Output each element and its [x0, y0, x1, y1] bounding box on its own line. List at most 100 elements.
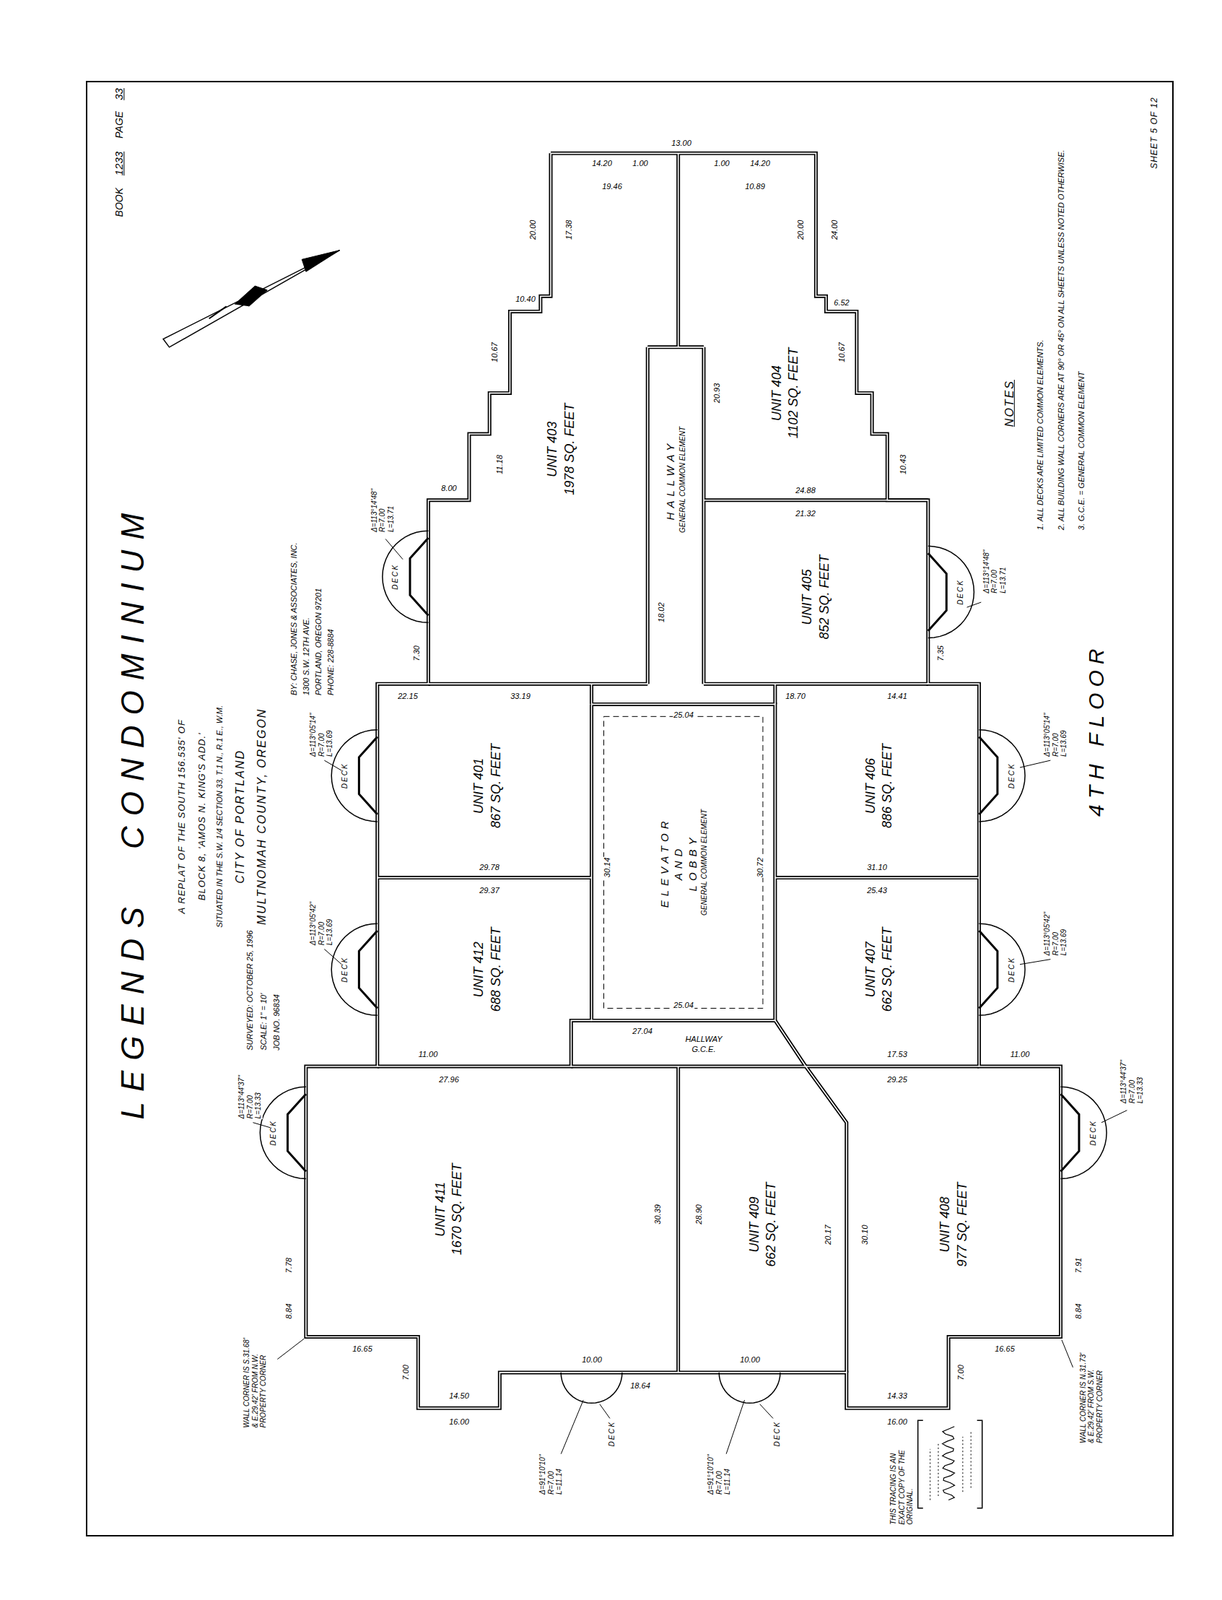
- wall-corner-note: WALL CORNER IS S.31.68' & E.29.42' FROM …: [242, 1336, 268, 1429]
- deck-arc: [331, 923, 378, 1015]
- elevator-outline: [603, 716, 763, 1008]
- survey-info: BY: CHASE, JONES & ASSOCIATES, INC.: [289, 541, 299, 696]
- wall-core: [703, 499, 929, 501]
- book-number: 33: [113, 82, 126, 107]
- unit-area: UNIT 412688 SQ. FEET: [468, 923, 507, 1015]
- note-text: 1. ALL DECKS ARE LIMITED COMMON ELEMENTS…: [1035, 339, 1046, 532]
- dimension: 27.96: [438, 1074, 460, 1085]
- dimension: 29.37: [478, 884, 501, 895]
- leader-line: [1101, 1110, 1127, 1123]
- dimension: 16.65: [351, 1343, 374, 1354]
- wall: [775, 875, 980, 880]
- area-size: 977 SQ. FEET: [953, 1182, 971, 1267]
- wall: [775, 1019, 806, 1067]
- area-size: 662 SQ. FEET: [762, 1182, 780, 1267]
- dimension: 16.00: [448, 1416, 470, 1426]
- area-name: UNIT 403: [544, 403, 561, 496]
- dimension: 18.02: [656, 601, 666, 623]
- deck-arc: [718, 1372, 781, 1403]
- deck-arc: [978, 729, 1025, 822]
- area-name: HALLWAY: [684, 1033, 722, 1044]
- area-name: ELEVATOR AND LOBBY: [657, 817, 701, 909]
- wall: [703, 498, 929, 502]
- dimension: 31.10: [866, 862, 888, 872]
- wall: [646, 347, 650, 684]
- common-area: ELEVATOR AND LOBBYGENERAL COMMON ELEMENT: [655, 805, 712, 919]
- dimension: 8.00: [440, 483, 457, 493]
- dimension: 24.88: [795, 485, 818, 495]
- wall-core: [774, 683, 776, 704]
- area-name: UNIT 404: [768, 347, 786, 439]
- curve-data: Δ=113°14'48" R=7.00 L=13.71: [981, 549, 1007, 595]
- deck-label: DECK: [269, 1118, 278, 1147]
- wall-core: [775, 876, 980, 879]
- sheet-number: SHEET 5 OF 12: [1149, 95, 1160, 169]
- subtitle-line: A REPLAT OF THE SOUTH 156.535' OF: [176, 718, 187, 914]
- unit-area: UNIT 405852 SQ. FEET: [796, 551, 836, 644]
- wall: [701, 347, 706, 684]
- wall-core: [591, 683, 593, 704]
- wall: [703, 682, 929, 686]
- deck-wall: [978, 736, 997, 815]
- dimension: 13.00: [670, 138, 693, 148]
- deck-arc: [560, 1372, 623, 1403]
- wall-core: [703, 347, 705, 684]
- area-size: 867 SQ. FEET: [487, 743, 504, 828]
- dimension: 20.00: [527, 219, 538, 242]
- area-size: 852 SQ. FEET: [815, 555, 833, 640]
- leader-line: [760, 1403, 774, 1419]
- survey-info: SURVEYED: OCTOBER 25, 1996: [245, 928, 255, 1051]
- wall: [306, 153, 1062, 1408]
- dimension: 25.04: [672, 709, 695, 719]
- decks: [259, 530, 1107, 1403]
- dimension: 7.91: [1073, 1256, 1083, 1274]
- leader-line: [1019, 760, 1051, 768]
- curve-data: Δ=113°05'42" R=7.00 L=13.69: [308, 900, 335, 946]
- dimension: 1.00: [713, 158, 731, 169]
- unit-area: UNIT 401867 SQ. FEET: [468, 739, 507, 832]
- deck-label: DECK: [1089, 1118, 1098, 1147]
- area-size: 1978 SQ. FEET: [560, 403, 578, 496]
- book-number: 1233: [113, 145, 126, 182]
- deck-label: DECK: [956, 578, 966, 606]
- deck-wall: [358, 736, 377, 815]
- walls: [306, 153, 1062, 1408]
- deck-arc: [1061, 1086, 1108, 1178]
- leader-line: [277, 1338, 304, 1359]
- dimension: 10.00: [581, 1354, 603, 1364]
- location-line: CITY OF PORTLAND: [233, 748, 247, 885]
- dimension: 20.00: [796, 219, 806, 242]
- leader-line: [324, 760, 342, 771]
- wall-core: [677, 1066, 680, 1373]
- area-name: UNIT 409: [746, 1182, 763, 1267]
- dimension: 17.53: [887, 1049, 909, 1059]
- survey-info: 1300 S.W. 12TH AVE.: [301, 616, 312, 696]
- notes-heading: NOTES: [1003, 378, 1017, 428]
- unit-area: UNIT 407662 SQ. FEET: [860, 923, 899, 1015]
- dimension: 22.15: [396, 691, 419, 701]
- sheet-border: [86, 81, 1173, 1536]
- stamp: [918, 1419, 983, 1508]
- note-text: 2. ALL BUILDING WALL CORNERS ARE AT 90° …: [1055, 148, 1066, 531]
- wall-core: [591, 703, 776, 1020]
- dimension: 16.00: [887, 1416, 909, 1426]
- deck-label: DECK: [340, 761, 350, 789]
- dimension: 10.40: [514, 294, 537, 304]
- area-size: 1670 SQ. FEET: [448, 1162, 466, 1255]
- wall-core: [647, 346, 704, 348]
- curve-data: Δ=91°10'10" R=7.00 L=11.14: [706, 1453, 732, 1495]
- plat-title: LEGENDS CONDOMINIUM: [114, 503, 151, 1120]
- unit-area: UNIT 408977 SQ. FEET: [934, 1178, 973, 1271]
- deck-label: DECK: [1007, 761, 1017, 789]
- dimension: 30.72: [754, 856, 765, 879]
- leader-line: [967, 601, 982, 608]
- dimension: 11.18: [495, 454, 505, 475]
- dimension: 8.84: [284, 1302, 294, 1319]
- book-reference: BOOK: [113, 186, 125, 218]
- floor-label: 4TH FLOOR: [1084, 642, 1110, 818]
- dimension: 11.00: [417, 1049, 439, 1059]
- dimension: 19.46: [601, 181, 623, 191]
- area-size: 688 SQ. FEET: [487, 926, 504, 1012]
- deck-label: DECK: [1007, 955, 1017, 984]
- dimension: 14.20: [591, 158, 613, 169]
